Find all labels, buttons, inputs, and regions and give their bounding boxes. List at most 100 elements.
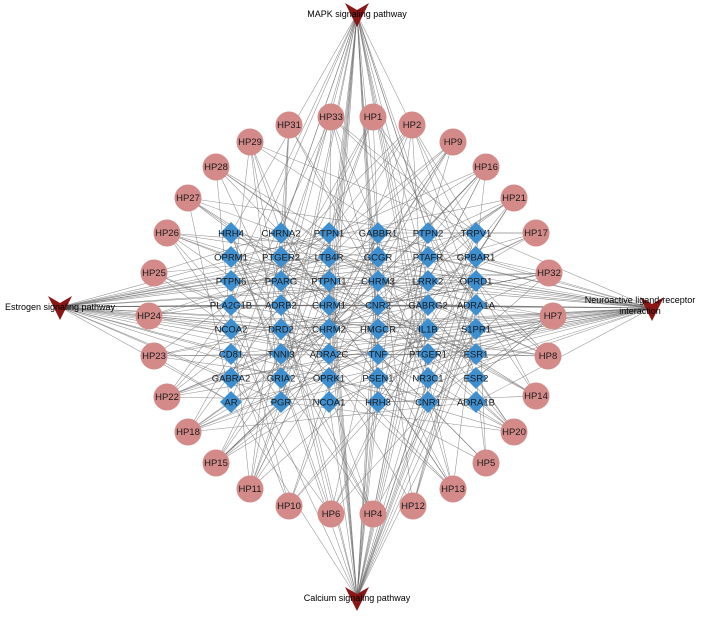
- target-diamond: [417, 270, 439, 292]
- compound-target-edge: [249, 256, 330, 490]
- target-label: HMGCR: [360, 324, 396, 335]
- pathway-target-edge: [280, 280, 358, 599]
- compound-target-edge: [148, 280, 379, 317]
- compound-target-edge: [288, 353, 429, 507]
- target-label: OPRD1: [460, 276, 493, 287]
- compound-node: HP16: [472, 153, 500, 181]
- target-diamond: [465, 343, 487, 365]
- target-label: CHRM2: [312, 324, 346, 335]
- target-node: CHRNA2: [261, 222, 301, 244]
- pathway-node-mapk: MAPK signaling pathway: [307, 3, 407, 27]
- pathway-target-edge: [427, 307, 653, 379]
- compound-label: HP26: [155, 228, 179, 239]
- target-node: IL1B: [417, 318, 439, 340]
- compound-target-edge: [280, 116, 374, 282]
- pathway-target-edge: [356, 401, 379, 599]
- pathway-target-edge: [356, 304, 429, 599]
- compound-node: HP4: [359, 500, 387, 528]
- pathway-target-edge: [280, 307, 653, 330]
- target-label: NCOA2: [215, 324, 248, 335]
- target-label: NCOA1: [313, 397, 346, 408]
- target-label: AR: [224, 397, 237, 408]
- target-node: HRH3: [365, 391, 391, 413]
- target-label: PSEN1: [362, 373, 393, 384]
- target-diamond: [220, 294, 242, 316]
- target-label: TRPV1: [461, 228, 492, 239]
- target-label: PTPN11: [311, 276, 346, 287]
- target-diamond: [417, 367, 439, 389]
- pathway-target-edge: [59, 306, 282, 403]
- target-node: PGR: [270, 391, 292, 413]
- target-diamond: [465, 391, 487, 413]
- target-diamond: [220, 391, 242, 413]
- pathway-target-edge: [230, 307, 653, 330]
- pathway-target-edge: [356, 13, 429, 330]
- compound-circle: [153, 383, 181, 411]
- compound-target-edge: [187, 197, 330, 306]
- pathway-target-edge: [280, 307, 653, 379]
- compound-circle: [472, 449, 500, 477]
- compound-target-edge: [230, 232, 374, 515]
- pathway-target-edge: [356, 13, 429, 282]
- pathway-target-edge: [475, 256, 653, 309]
- target-diamond: [270, 270, 292, 292]
- compound-target-edge: [153, 232, 330, 357]
- pathway-target-edge: [280, 13, 358, 306]
- compound-circle: [140, 342, 168, 370]
- pathway-target-edge: [475, 307, 653, 403]
- compound-target-edge: [475, 377, 487, 464]
- compound-target-edge: [280, 116, 374, 379]
- pathway-target-edge: [356, 280, 477, 599]
- edge-layer: [59, 13, 653, 599]
- target-label: ADRA1B: [457, 397, 495, 408]
- pathway-target-edge: [59, 306, 282, 330]
- target-node: HRH4: [218, 222, 244, 244]
- compound-target-edge: [187, 401, 282, 433]
- compound-target-edge: [377, 166, 487, 234]
- compound-target-edge: [166, 232, 282, 403]
- compound-node: HP15: [202, 449, 230, 477]
- pathway-target-edge: [280, 307, 653, 355]
- compound-circle: [535, 259, 563, 287]
- compound-target-edge: [330, 116, 477, 234]
- compound-circle: [153, 219, 181, 247]
- compound-target-edge: [153, 280, 477, 357]
- compound-label: HP20: [502, 427, 526, 438]
- pathway-target-edge: [328, 307, 653, 355]
- compound-circle: [500, 418, 528, 446]
- compound-target-edge: [377, 272, 550, 282]
- pathway-target-edge: [356, 353, 429, 599]
- compound-target-edge: [288, 124, 429, 379]
- compound-target-edge: [288, 124, 429, 355]
- pathway-target-edge: [59, 232, 477, 308]
- target-node: PTPN2: [413, 222, 443, 244]
- pathway-target-edge: [59, 256, 282, 308]
- pathway-target-edge: [59, 280, 429, 308]
- pathway-target-edge: [230, 232, 653, 309]
- compound-circle: [359, 103, 387, 131]
- target-label: PTGER2: [262, 252, 300, 263]
- compound-circle: [275, 111, 303, 139]
- target-node: GPBAR1: [457, 246, 495, 268]
- target-node: ADRB2: [265, 294, 297, 316]
- compound-target-edge: [328, 315, 554, 403]
- pathway-target-edge: [280, 13, 358, 379]
- pathway-target-edge: [356, 13, 429, 355]
- pathway-label: Neuroactive ligand-receptor: [585, 295, 696, 305]
- target-node: LTB4R: [315, 246, 344, 268]
- compound-target-edge: [280, 232, 537, 306]
- target-label: HRH3: [365, 397, 391, 408]
- compound-circle: [522, 219, 550, 247]
- target-node: PSEN1: [362, 367, 394, 389]
- compound-node: HP8: [534, 342, 562, 370]
- target-node: NR3C1: [412, 367, 444, 389]
- target-node: TNNI3: [267, 343, 295, 365]
- target-node: CHRM1: [312, 294, 346, 316]
- compound-label: HP7: [544, 311, 562, 322]
- target-node: TNF: [367, 343, 389, 365]
- target-diamond: [417, 318, 439, 340]
- target-node: LRRK2: [413, 270, 443, 292]
- target-diamond: [220, 367, 242, 389]
